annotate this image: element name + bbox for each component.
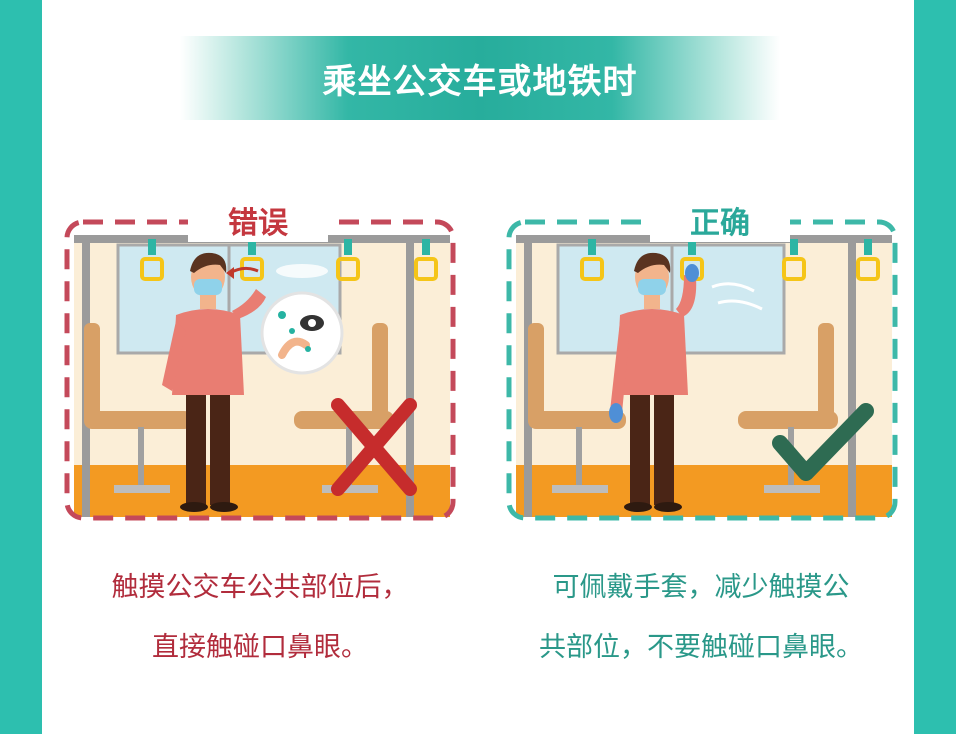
cross-icon (331, 398, 417, 496)
seat-icon (294, 323, 394, 493)
handle-icon (856, 239, 880, 281)
wrong-caption-line1: 触摸公交车公共部位后， (111, 572, 409, 603)
handle-icon (336, 239, 360, 281)
wrong-label: 错误 (188, 198, 328, 242)
handle-icon (782, 239, 806, 281)
title-banner: 乘坐公交车或地铁时 (180, 36, 780, 120)
germ-eye-zoom-icon (260, 291, 344, 375)
glove-icon (685, 264, 699, 282)
check-icon (772, 403, 874, 481)
handle-icon (140, 239, 164, 281)
page-title: 乘坐公交车或地铁时 (322, 61, 638, 102)
seat-icon (84, 323, 192, 493)
right-caption-line2: 共部位，不要触碰口鼻眼。 (539, 632, 863, 663)
passenger-figure (162, 252, 266, 512)
passenger-figure (609, 252, 699, 512)
glove-icon (609, 403, 623, 423)
handle-icon (580, 239, 604, 281)
wrong-caption-line2: 直接触碰口鼻眼。 (152, 632, 368, 663)
right-caption-line1: 可佩戴手套，减少触摸公 (552, 572, 850, 603)
seat-icon (528, 323, 626, 493)
handle-icon (414, 239, 438, 281)
wrong-scene-illustration (64, 219, 456, 521)
right-scene-illustration (506, 219, 898, 521)
right-label: 正确 (650, 198, 790, 242)
